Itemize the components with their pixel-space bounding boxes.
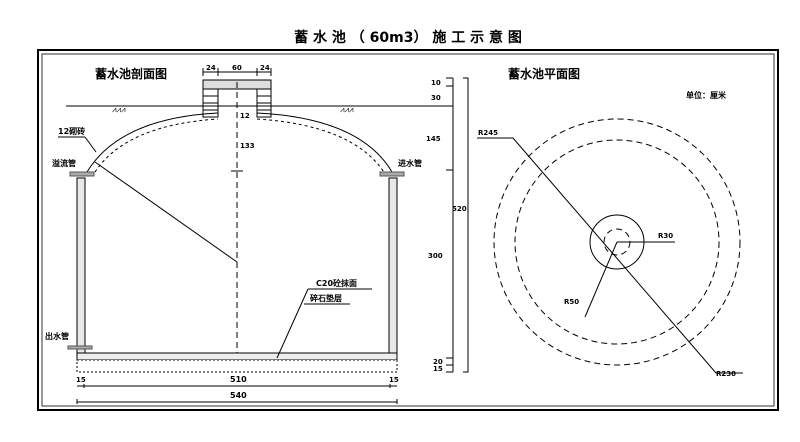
dim-label: 145 [426,135,441,143]
soil-hatch-right: ⩘⩘⩘ [340,105,354,114]
dim-label: 540 [230,391,247,400]
dim-label: 133 [240,142,255,150]
dim-label: 15 [433,365,443,373]
inlet-pipe-label: 进水管 [398,158,422,168]
top-dim-line [202,68,272,76]
dim-label: 300 [428,252,443,260]
dim-label: 510 [230,375,247,384]
vertical-dim-line [446,77,454,373]
dim-label: 24 [206,64,216,72]
outer-frame [37,49,779,411]
plan-view: 蓄水池平面图 单位：厘米 R245 R230 R30 R50 [477,66,743,378]
right-wall [388,177,398,354]
drawing-title: 蓄 水 池 （ 60m3） 施 工 示 意 图 [294,29,522,46]
inner-circle-r230 [514,139,720,345]
leader-line [276,288,309,359]
dim-line-540 [76,399,398,404]
r245-r230-leader [477,137,743,374]
outlet-pipe-label: 出水管 [45,331,69,341]
inlet-pipe [379,171,405,177]
left-wall [76,177,86,354]
inner-frame [41,53,775,407]
radius-leader [94,161,238,263]
r230-label: R230 [716,370,736,378]
section-view: 蓄水池剖面图 ⩘⩘⩘ ⩘⩘⩘ 24 60 24 12 133 12砌砖 [45,64,469,404]
dim-label: 24 [260,64,270,72]
dim-label: 520 [452,205,467,213]
neck-bricks [203,95,271,111]
gravel-layer [76,359,398,373]
overflow-pipe-label: 溢流管 [52,158,76,168]
dim-label: 15 [76,376,86,384]
total-height-line [463,77,469,373]
brick-label: 12砌砖 [58,126,85,136]
dim-label: 15 [389,376,399,384]
plan-title: 蓄水池平面图 [508,66,580,81]
gravel-label: 碎石垫层 [310,293,342,303]
plaster-label: C20砼抹面 [316,278,357,288]
r50-label: R50 [564,298,579,306]
dim-label: 60 [232,64,242,72]
dim-label: 10 [431,79,441,87]
dim-label: 12 [240,112,250,120]
r245-label: R245 [478,129,498,137]
outlet-pipe [67,345,93,350]
r30-label: R30 [658,232,673,240]
leader-line [84,136,97,153]
dome-brick [94,118,385,173]
section-title: 蓄水池剖面图 [95,66,167,81]
soil-hatch-left: ⩘⩘⩘ [112,105,126,114]
outer-circle-r245 [493,118,741,366]
dome-outer [86,112,393,173]
dim-line-510 [77,384,397,388]
dim-label: 20 [433,358,443,366]
dim-label: 30 [431,94,441,102]
unit-label: 单位：厘米 [686,90,727,100]
overflow-pipe [69,171,95,177]
r50-leader [584,241,618,318]
plaster-layer [76,352,398,361]
